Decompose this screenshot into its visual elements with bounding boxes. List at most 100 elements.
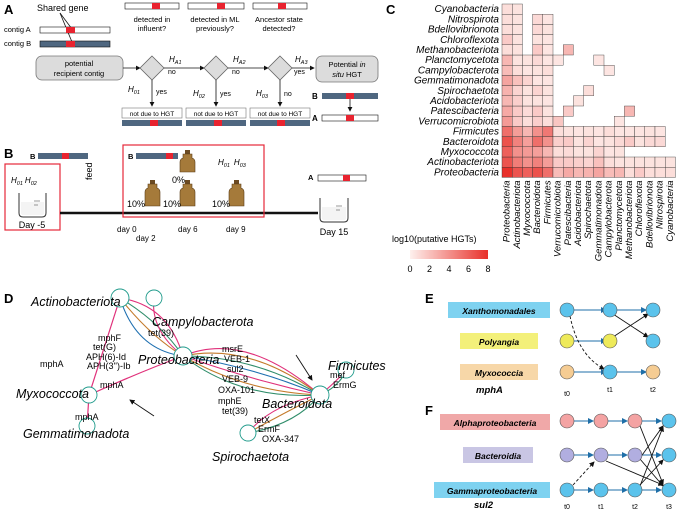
heatmap-cell — [573, 146, 584, 158]
gene-mpha-gemma: mphA — [75, 412, 99, 422]
heatmap-cell — [542, 115, 554, 127]
heatmap-cell — [512, 105, 523, 117]
heatmap-cell — [522, 166, 533, 178]
day-0: day 0 — [117, 225, 137, 234]
heatmap-cell — [552, 126, 564, 137]
heatmap-cell — [552, 146, 564, 158]
heatmap-cell — [552, 54, 564, 66]
heatmap-cell — [532, 95, 543, 107]
heatmap-cell — [501, 85, 513, 96]
f-row-gammaproteobacteria — [434, 482, 550, 498]
q2-label-l1: detected in ML — [190, 15, 239, 24]
heatmap-cell — [532, 64, 543, 76]
bottle-day6-top — [179, 150, 196, 173]
heatmap-cell — [542, 64, 554, 76]
heatmap-cell — [512, 95, 523, 107]
f-row-alphaproteobacteria — [440, 414, 550, 430]
heatmap-cell — [593, 54, 605, 66]
gene-tet39-campy: tet(39) — [148, 328, 174, 338]
heatmap-cell — [654, 126, 666, 137]
heatmap-cell — [614, 136, 625, 148]
heatmap-cell — [593, 126, 605, 137]
feed-label: feed — [84, 162, 94, 180]
in-situ-l1: Potential in — [328, 60, 365, 69]
yes-3: yes — [294, 69, 305, 76]
node-gemmatimonadota — [78, 417, 96, 435]
heatmap-cell — [542, 54, 554, 66]
heatmap-cell — [644, 166, 656, 178]
heatmap-cell — [542, 13, 554, 25]
bottle-day6 — [179, 180, 196, 207]
heatmap-cell — [614, 156, 625, 168]
panel-letter-b: B — [4, 146, 13, 161]
heatmap-row-label: Proteobacteria — [434, 167, 499, 178]
heatmap-cell — [563, 126, 574, 137]
heatmap-cell — [512, 166, 523, 178]
heatmap-cell — [501, 115, 513, 127]
q1-label-l2: influent? — [138, 24, 166, 33]
colorbar-tick: 0 — [407, 264, 412, 274]
a-contig — [317, 174, 367, 182]
heatmap-cell — [593, 136, 605, 148]
heatmap-cell — [583, 85, 594, 96]
heatmap-cell — [522, 115, 533, 127]
day-15: Day 15 — [320, 227, 349, 237]
heatmap-col-label: Firmicutes — [542, 180, 553, 224]
heatmap-cell — [603, 166, 615, 178]
panel-a: A Shared gene contig A contig B potentia… — [4, 2, 379, 126]
heatmap-col-label: Methanobacteriota — [624, 180, 635, 259]
heatmap-row-label: Campylobacterota — [418, 65, 500, 76]
bottle-day2 — [144, 180, 161, 207]
panel-letter-d: D — [4, 291, 13, 306]
heatmap-col-label: Chloroflexota — [634, 180, 645, 236]
heatmap-cell — [563, 136, 574, 148]
heatmap-cell — [634, 166, 645, 178]
heatmap-cell — [654, 156, 666, 168]
heatmap-cell — [665, 156, 676, 168]
heatmap-cell — [593, 166, 605, 178]
heatmap-cell — [573, 136, 584, 148]
pct-0: 0% — [172, 175, 185, 185]
panel-letter-c: C — [386, 2, 396, 17]
no-2: no — [232, 69, 240, 76]
gene-tetx: tetX — [254, 415, 270, 425]
heatmap-cell — [624, 156, 635, 168]
pct-10-day2: 10% — [127, 199, 145, 209]
heatmap-cell — [512, 24, 523, 35]
gene-oxa347: OXA-347 — [262, 434, 299, 444]
panel-letter-e: E — [425, 291, 434, 306]
heatmap-cell — [522, 126, 533, 137]
heatmap-col-label: Verrucomicrobiota — [553, 180, 564, 257]
heatmap-cell — [512, 54, 523, 66]
f-t1: t1 — [598, 504, 604, 511]
heatmap-cell — [532, 105, 543, 117]
node-myxococcota — [80, 386, 98, 404]
heatmap-cell — [542, 136, 554, 148]
q3-label-l1: Ancestor state — [255, 15, 303, 24]
f-gene: sul2 — [474, 500, 494, 511]
q2-label-l2: previously? — [196, 24, 234, 33]
heatmap-cell — [614, 126, 625, 137]
bottle-day9 — [228, 180, 245, 207]
heatmap-col-label: Nitrospirota — [655, 180, 666, 229]
svg-text:Xanthomonadales: Xanthomonadales — [461, 306, 535, 316]
panel-letter-f: F — [425, 403, 433, 418]
potential-recipient-l1: potential — [65, 59, 94, 68]
heatmap-cell — [563, 156, 574, 168]
ha1-label: HA1 — [169, 55, 182, 66]
feed-frame — [122, 144, 265, 218]
gene-tet39-bact: tet(39) — [222, 406, 248, 416]
day-minus5-frame — [4, 163, 61, 231]
b-contig-label-left: B — [30, 152, 36, 161]
f-t3: t3 — [666, 504, 672, 511]
heatmap-cell — [552, 166, 564, 178]
svg-text:Bacteroidia: Bacteroidia — [475, 451, 522, 461]
yes-2: yes — [220, 91, 231, 98]
e-t0: t0 — [564, 391, 570, 398]
heatmap-row-label: Actinobacteriota — [426, 157, 499, 168]
heatmap-cell — [552, 136, 564, 148]
heatmap-cell — [583, 136, 594, 148]
panel-f: F Alphaproteobacteria Bacteroidia Gammap… — [425, 403, 677, 511]
